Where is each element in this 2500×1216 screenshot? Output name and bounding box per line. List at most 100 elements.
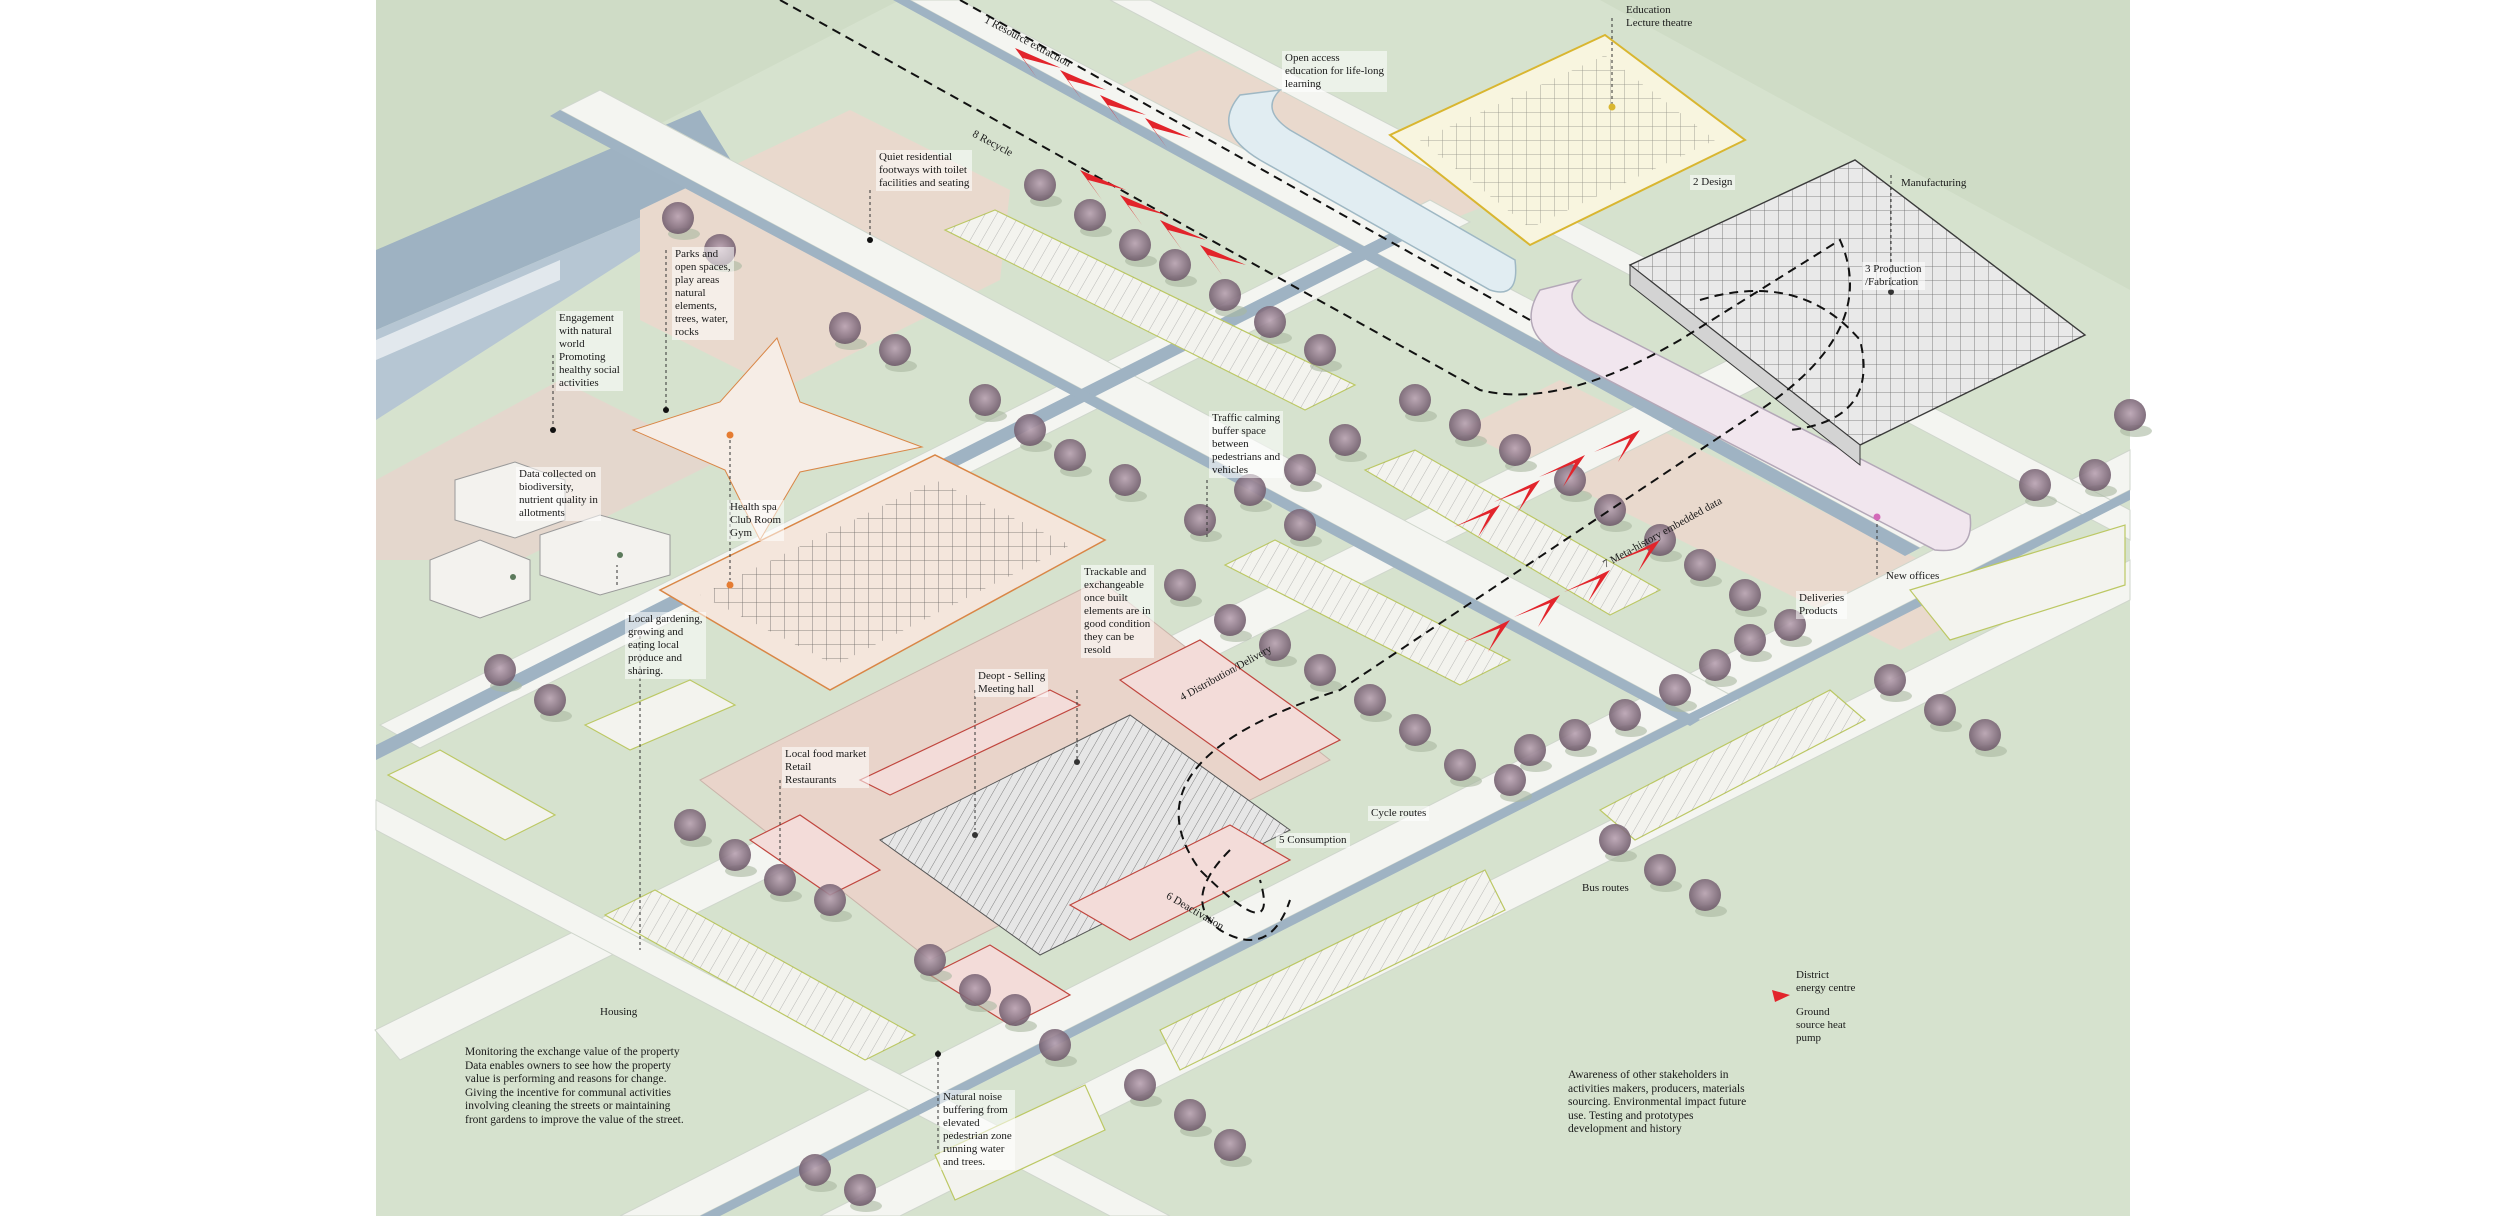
street-trees (484, 169, 2152, 1212)
label-production: 3 Production /Fabrication (1862, 262, 1925, 290)
tree (1554, 464, 1592, 502)
tree (1594, 494, 1632, 532)
label-health-spa: Health spa Club Room Gym (727, 500, 785, 541)
label-depot: Deopt - Selling Meeting hall (975, 669, 1049, 697)
tree (719, 839, 757, 877)
tree (1399, 714, 1437, 752)
tree (1494, 764, 1532, 802)
label-deliveries: Deliveries Products (1796, 591, 1848, 619)
tree (1119, 229, 1157, 267)
tree (1734, 624, 1772, 662)
red-flow-arrow (1100, 95, 1146, 125)
label-data-biodiversity: Data collected on biodiversity, nutrient… (516, 467, 601, 521)
tree (814, 884, 852, 922)
tree (1559, 719, 1597, 757)
red-flow-arrow (1454, 505, 1500, 537)
tree (764, 864, 802, 902)
tree (1054, 439, 1092, 477)
tree (1039, 1029, 1077, 1067)
tree (1209, 279, 1247, 317)
label-trackable: Trackable and exchangeable once built el… (1081, 565, 1154, 658)
tree (674, 809, 712, 847)
label-food-market: Local food market Retail Restaurants (782, 747, 870, 788)
label-awareness: Awareness of other stakeholders in activ… (1568, 1069, 1747, 1135)
resource-flow-arrows (1015, 48, 1790, 1002)
tree (1164, 569, 1202, 607)
tree (1399, 384, 1437, 422)
tree (1684, 549, 1722, 587)
tree (1444, 749, 1482, 787)
star-pavilion (631, 337, 924, 542)
open-access-building (1228, 88, 1517, 293)
tree (999, 994, 1037, 1032)
tree (2114, 399, 2152, 437)
tree (1284, 454, 1322, 492)
red-flow-arrow (1494, 480, 1540, 512)
tree (1159, 249, 1197, 287)
tree (1514, 734, 1552, 772)
tree (844, 1174, 882, 1212)
tree (1304, 334, 1342, 372)
tree (1969, 719, 2007, 757)
tree (1014, 414, 1052, 452)
label-district-energy: District energy centre (1796, 969, 1856, 994)
label-cycle-routes: Cycle routes (1368, 806, 1430, 821)
tree (1329, 424, 1367, 462)
red-flow-arrow (1160, 220, 1206, 250)
label-manufacturing: Manufacturing (1901, 177, 1967, 189)
label-parks: Parks and open spaces, play areas natura… (672, 247, 734, 340)
tree (1689, 879, 1727, 917)
manufacturing-wall (1629, 263, 1861, 467)
tree (1729, 579, 1767, 617)
leader-dots (510, 103, 1894, 1057)
tree (1074, 199, 1112, 237)
label-local-gardening: Local gardening, growing and eating loca… (625, 612, 706, 679)
tree (1609, 699, 1647, 737)
red-flow-arrow (1060, 70, 1106, 100)
red-flow-arrow (1564, 570, 1610, 602)
label-quiet-footways: Quiet residential footways with toilet f… (876, 150, 973, 191)
housing-roof-hatching (605, 210, 1865, 1070)
education-roof-grid (1420, 55, 1715, 228)
red-flow-arrow (1614, 540, 1660, 572)
tree (2019, 469, 2057, 507)
tree (484, 654, 522, 692)
tree (1184, 504, 1222, 542)
red-flow-arrow (1080, 170, 1126, 200)
label-housing: Housing (600, 1006, 638, 1018)
tree (829, 312, 867, 350)
tree (1449, 409, 1487, 447)
market-hall-pattern (880, 715, 1290, 955)
tree (1644, 854, 1682, 892)
circular-economy-path (779, 0, 1865, 941)
tree (1699, 649, 1737, 687)
red-flow-arrow (1514, 595, 1560, 627)
tree (1354, 684, 1392, 722)
label-new-offices: New offices (1886, 570, 1940, 582)
red-flow-arrow (1539, 455, 1585, 487)
tree (799, 1154, 837, 1192)
tree (959, 974, 997, 1012)
label-traffic-calming: Traffic calming buffer space between ped… (1209, 411, 1284, 478)
tree (1214, 604, 1252, 642)
tree (1499, 434, 1537, 472)
label-bus-routes: Bus routes (1582, 882, 1629, 894)
tree (534, 684, 572, 722)
label-education: Education Lecture theatre (1626, 4, 1693, 29)
market-units (748, 639, 1342, 1026)
tree (1124, 1069, 1162, 1107)
label-open-access: Open access education for life-long lear… (1282, 51, 1387, 92)
health-spa-roof (700, 480, 1070, 665)
red-flow-arrow (1145, 118, 1191, 148)
red-flow-arrow (1120, 195, 1166, 225)
tree (1234, 474, 1272, 512)
tree (1109, 464, 1147, 502)
leader-lines (552, 18, 1892, 1150)
tree (1284, 509, 1322, 547)
tree (1599, 824, 1637, 862)
tree (914, 944, 952, 982)
tree (662, 202, 700, 240)
tree (1259, 629, 1297, 667)
tree (1024, 169, 1062, 207)
